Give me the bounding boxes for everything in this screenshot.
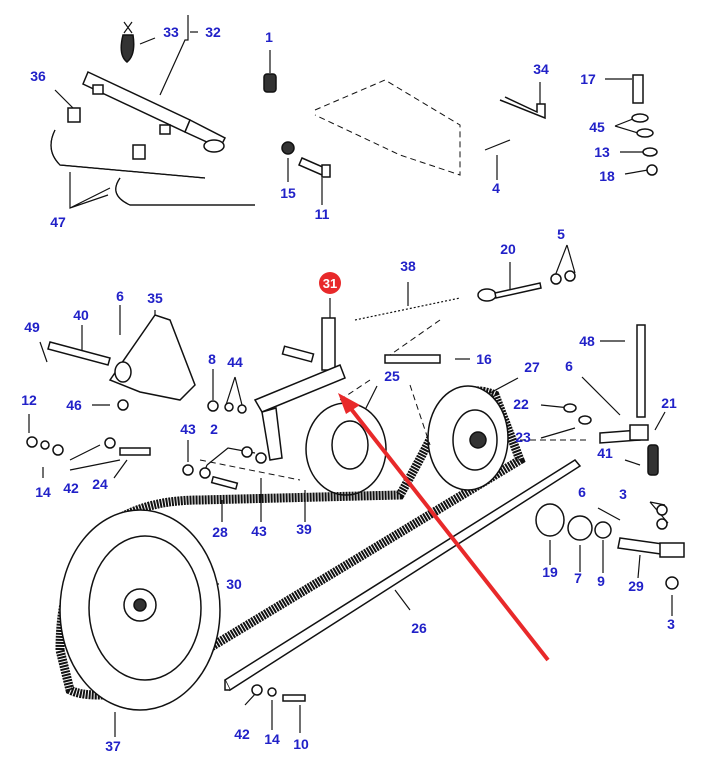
part-label-23[interactable]: 23 [515, 429, 531, 445]
part-label-12[interactable]: 12 [21, 392, 37, 408]
part-label-48[interactable]: 48 [579, 333, 595, 349]
part-label-4[interactable]: 4 [492, 180, 500, 196]
part-label-41[interactable]: 41 [597, 445, 613, 461]
part-label-43[interactable]: 43 [251, 523, 267, 539]
part-label-3[interactable]: 3 [619, 486, 627, 502]
part-label-49[interactable]: 49 [24, 319, 40, 335]
part-label-1[interactable]: 1 [265, 29, 273, 45]
part-label-40[interactable]: 40 [73, 307, 89, 323]
part-label-38[interactable]: 38 [400, 258, 416, 274]
part-label-8[interactable]: 8 [208, 351, 216, 367]
part-label-17[interactable]: 17 [580, 71, 596, 87]
part-label-47[interactable]: 47 [50, 214, 66, 230]
part-label-45[interactable]: 45 [589, 119, 605, 135]
part-label-31-highlighted[interactable]: 31 [319, 272, 341, 294]
part-label-6[interactable]: 6 [565, 358, 573, 374]
part-label-11[interactable]: 11 [314, 206, 330, 222]
part-label-24[interactable]: 24 [92, 476, 108, 492]
part-label-13[interactable]: 13 [594, 144, 610, 160]
part-label-25[interactable]: 25 [384, 368, 400, 384]
part-label-43[interactable]: 43 [180, 421, 196, 437]
part-label-14[interactable]: 14 [35, 484, 51, 500]
part-label-9[interactable]: 9 [597, 573, 605, 589]
small-parts-top [263, 73, 658, 178]
part-label-15[interactable]: 15 [280, 185, 296, 201]
part-label-44[interactable]: 44 [227, 354, 243, 370]
grease-bag [120, 21, 135, 63]
part-label-35[interactable]: 35 [147, 290, 163, 306]
part-label-6[interactable]: 6 [578, 484, 586, 500]
part-label-20[interactable]: 20 [500, 241, 516, 257]
tensioner-arm [253, 317, 441, 461]
part-label-10[interactable]: 10 [293, 736, 309, 752]
right-side-parts [535, 324, 685, 590]
part-label-28[interactable]: 28 [212, 524, 228, 540]
part-label-14[interactable]: 14 [264, 731, 280, 747]
part-label-32[interactable]: 32 [205, 24, 221, 40]
part-label-42[interactable]: 42 [63, 480, 79, 496]
drive-pulley [427, 385, 509, 491]
eye-bolt [477, 270, 576, 302]
part-label-39[interactable]: 39 [296, 521, 312, 537]
part-label-22[interactable]: 22 [513, 396, 529, 412]
part-label-5[interactable]: 5 [557, 226, 565, 242]
part-label-3[interactable]: 3 [667, 616, 675, 632]
part-label-29[interactable]: 29 [628, 578, 644, 594]
part-label-6[interactable]: 6 [116, 288, 124, 304]
part-label-27[interactable]: 27 [524, 359, 540, 375]
bracket [47, 314, 196, 401]
part-label-2[interactable]: 2 [210, 421, 218, 437]
part-label-26[interactable]: 26 [411, 620, 427, 636]
large-pulley [59, 509, 221, 711]
part-label-36[interactable]: 36 [30, 68, 46, 84]
part-label-21[interactable]: 21 [661, 395, 677, 411]
part-label-33[interactable]: 33 [163, 24, 179, 40]
part-label-16[interactable]: 16 [476, 351, 492, 367]
hydraulic-cylinder [82, 70, 227, 153]
part-label-34[interactable]: 34 [533, 61, 549, 77]
part-label-30[interactable]: 30 [226, 576, 242, 592]
part-label-46[interactable]: 46 [66, 397, 82, 413]
guide-rail [224, 459, 582, 692]
part-label-19[interactable]: 19 [542, 564, 558, 580]
part-label-37[interactable]: 37 [105, 738, 121, 754]
pointer-arrow [338, 393, 550, 662]
hoses [50, 107, 255, 206]
small-hardware [26, 319, 590, 702]
part-label-42[interactable]: 42 [234, 726, 250, 742]
idler-pulley [305, 402, 387, 496]
part-label-7[interactable]: 7 [574, 570, 582, 586]
part-label-18[interactable]: 18 [599, 168, 615, 184]
tension-spring [354, 297, 461, 321]
